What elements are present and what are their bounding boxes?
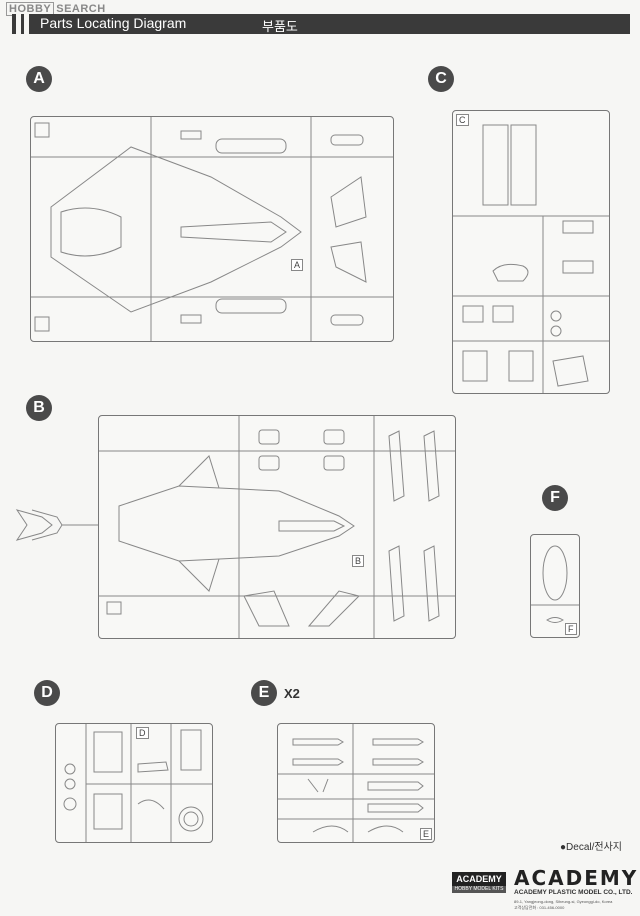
sprue-b-external-part — [15, 509, 102, 541]
sprue-a-drawing — [31, 117, 393, 341]
sprue-e-drawing — [278, 724, 434, 842]
section-label-e: E — [251, 680, 277, 706]
section-label-a: A — [26, 66, 52, 92]
company-phone: 고객상담전화 : 031-456-0000 — [514, 905, 565, 910]
section-label-b: B — [26, 395, 52, 421]
sprue-b: B — [98, 415, 456, 639]
academy-box-subtitle: HOBBY MODEL KITS — [452, 886, 506, 893]
section-label-c: C — [428, 66, 454, 92]
sprue-a-letter: A — [291, 259, 304, 271]
section-label-d: D — [34, 680, 60, 706]
sprue-e: E — [277, 723, 435, 843]
brand-logo: ACADEMY — [514, 866, 639, 890]
sprue-d-drawing — [63, 724, 212, 842]
bullet-icon: ● — [560, 842, 567, 853]
sprue-c: C — [452, 110, 610, 394]
sprue-e-letter: E — [420, 828, 433, 840]
company-address: 89-1, Yangjeong-dong, Siheung-si, Gyeong… — [514, 899, 613, 904]
section-label-f: F — [542, 485, 568, 511]
sprue-c-letter: C — [456, 114, 469, 126]
decal-label: ●Decal/전사지 — [560, 838, 622, 853]
sprue-d: D — [55, 723, 213, 843]
page-title: Parts Locating Diagram — [40, 15, 187, 31]
header-stripes-icon — [12, 14, 32, 34]
section-e-multiplier: X2 — [284, 686, 300, 701]
sprue-b-drawing — [99, 416, 455, 638]
sprue-f: F — [530, 534, 580, 638]
sprue-f-drawing — [531, 545, 579, 623]
sprue-a: A — [30, 116, 394, 342]
academy-logo-box: ACADEMY HOBBY MODEL KITS — [452, 872, 506, 893]
sprue-d-letter: D — [136, 727, 149, 739]
sprue-c-drawing — [453, 124, 609, 393]
company-name: ACADEMY PLASTIC MODEL CO., LTD. — [514, 889, 633, 896]
academy-box-title: ACADEMY — [452, 872, 506, 886]
watermark-rest: SEARCH — [56, 3, 106, 15]
header-bar — [12, 14, 630, 34]
sprue-b-letter: B — [352, 555, 365, 567]
sprue-f-letter: F — [565, 623, 577, 635]
decal-text: Decal/전사지 — [566, 842, 622, 853]
page-title-korean: 부품도 — [262, 19, 298, 34]
